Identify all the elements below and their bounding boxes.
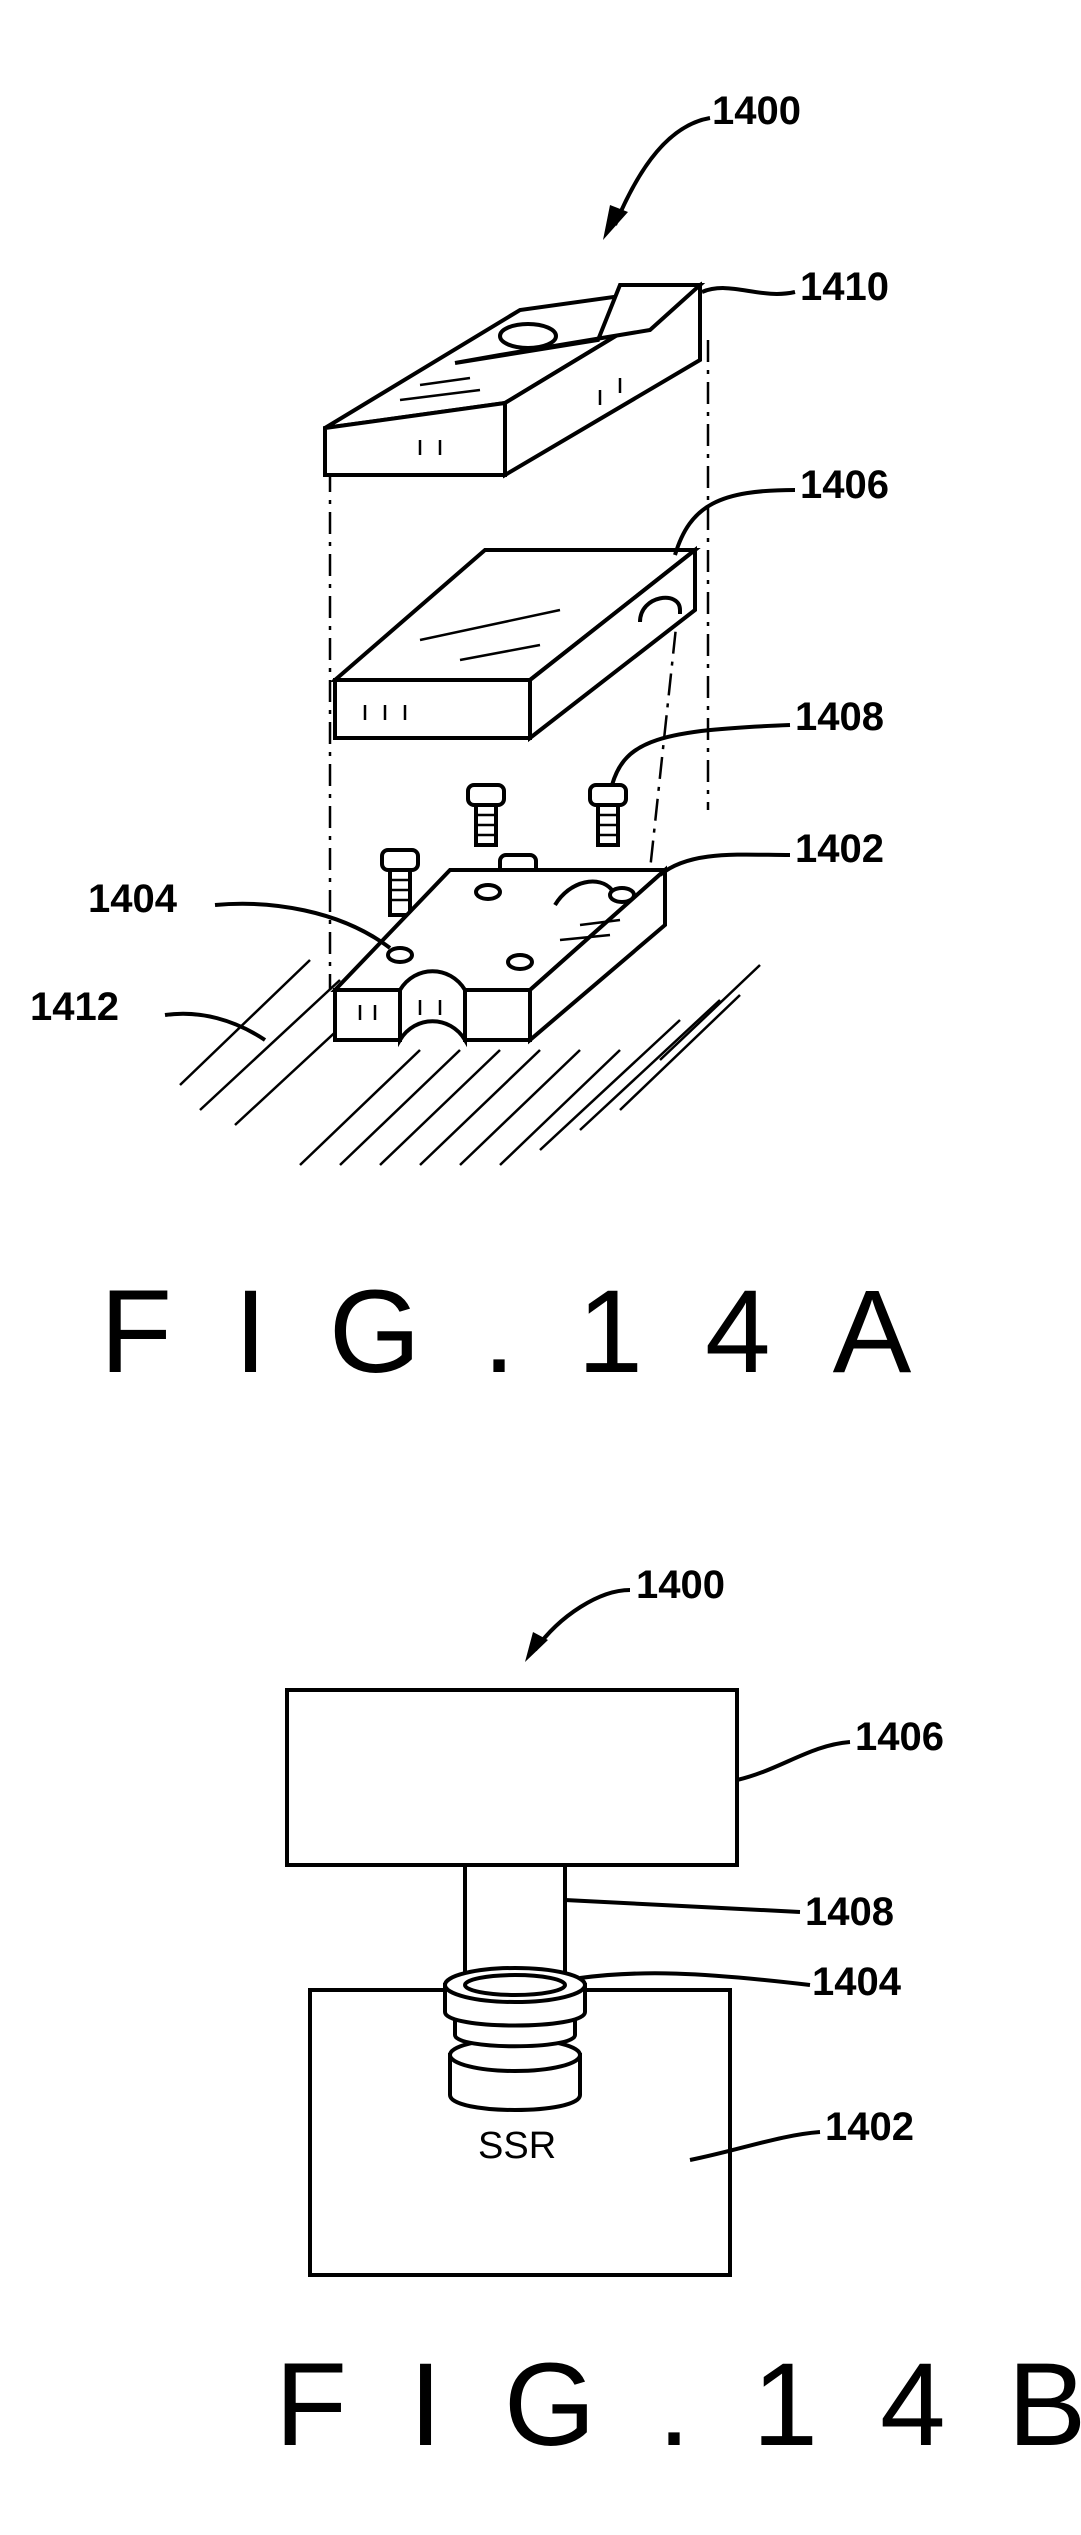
- mid-plate: [335, 550, 695, 738]
- screw-2: [590, 785, 626, 845]
- base-plate: [335, 870, 665, 1040]
- label-assembly-b: 1400: [636, 1563, 725, 1607]
- fig-14a: 1400 1410: [30, 89, 973, 1398]
- label-top-plate: 1410: [800, 265, 889, 309]
- label-mid-plate: 1406: [800, 463, 889, 507]
- label-top-block: 1406: [855, 1715, 944, 1759]
- label-base-plate: 1402: [795, 827, 884, 871]
- label-hole-a: 1404: [88, 877, 178, 921]
- assembly-arrow-b: [525, 1590, 630, 1662]
- screw-3: [382, 850, 418, 915]
- label-screws: 1408: [795, 695, 884, 739]
- label-assembly-a: 1400: [712, 89, 801, 133]
- caption-fig-14b: FIG.14B: [275, 2339, 1081, 2471]
- top-plate: [325, 285, 700, 475]
- label-base-block: 1402: [825, 2105, 914, 2149]
- caption-fig-14a: FIG.14A: [100, 1266, 973, 1398]
- top-block: [287, 1690, 737, 1865]
- screw-1: [468, 785, 504, 845]
- label-collar: 1404: [812, 1960, 902, 2004]
- collar: [445, 1968, 585, 2110]
- base-block-text: SSR: [478, 2125, 556, 2167]
- assembly-arrow-a: [603, 118, 710, 240]
- label-post: 1408: [805, 1890, 894, 1934]
- fig-14b: 1400 1406 SSR 1402 1408 1404 FIG.14B: [275, 1563, 1081, 2471]
- label-surface: 1412: [30, 985, 119, 1029]
